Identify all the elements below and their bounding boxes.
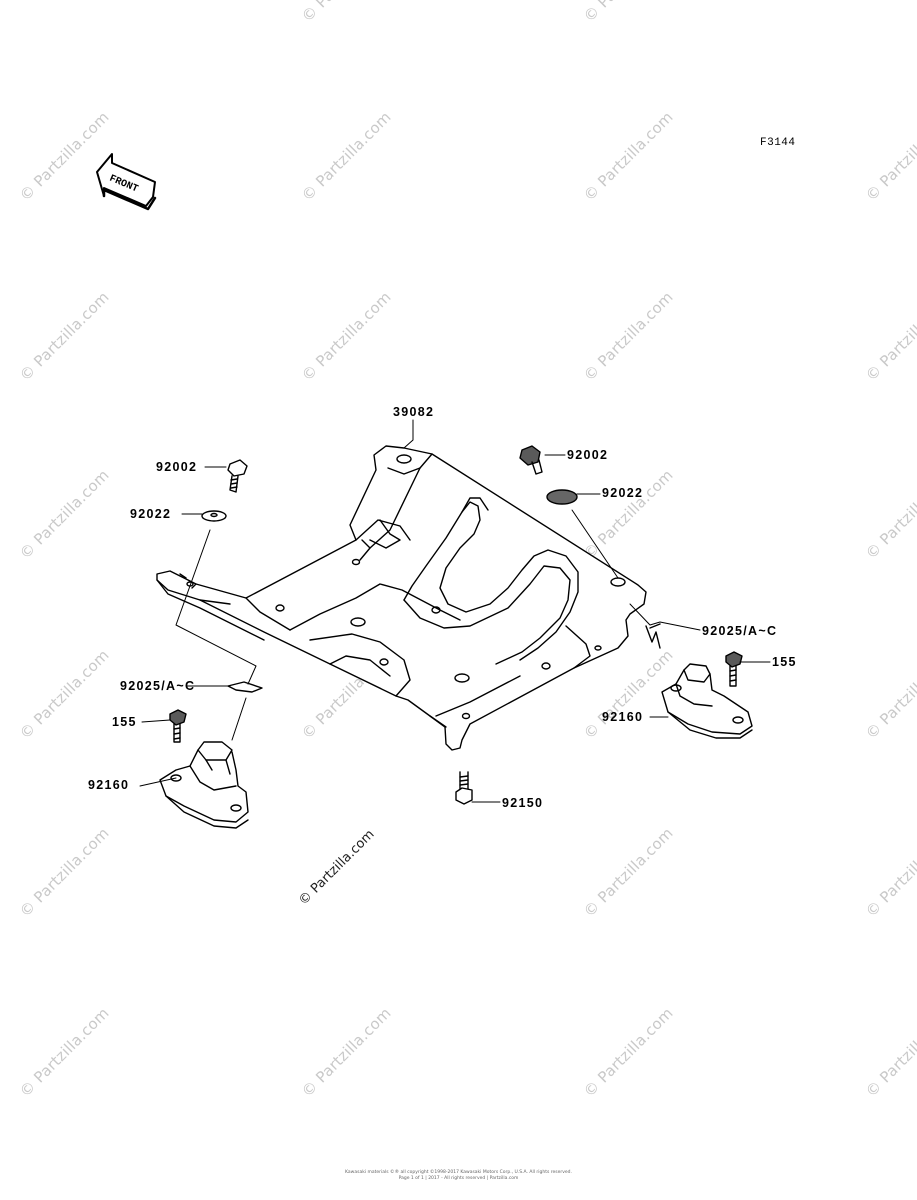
part-label-155-left[interactable]: 155 [112, 715, 137, 729]
figure-code: F3144 [760, 137, 796, 149]
washer-92022-right-drawing [546, 489, 578, 505]
part-label-92002-left[interactable]: 92002 [156, 460, 198, 474]
clip-92025-right-drawing [645, 623, 661, 649]
frame-39082-drawing [156, 445, 647, 751]
part-label-39082[interactable]: 39082 [393, 405, 435, 419]
clip-92025-left-drawing [227, 681, 263, 693]
front-arrow-icon: FRONT [96, 153, 157, 211]
copyright-footer-line1: Kawasaki materials ©® all copyright ©199… [345, 1170, 572, 1175]
damper-92160-right-drawing [661, 663, 753, 739]
part-label-92025-left[interactable]: 92025/A~C [120, 679, 196, 693]
part-label-92022-left[interactable]: 92022 [130, 507, 172, 521]
part-label-92022-right[interactable]: 92022 [602, 486, 644, 500]
part-label-92160-left[interactable]: 92160 [88, 778, 130, 792]
bolt-92002-left-drawing [227, 459, 248, 493]
bolt-92002-right-drawing [519, 445, 543, 475]
bolt-92150-drawing [455, 771, 473, 805]
part-label-92002-right[interactable]: 92002 [567, 448, 609, 462]
copyright-footer-line2: Page 1 of 1 | 2017 - All rights reserved… [398, 1176, 519, 1181]
part-label-92025-right[interactable]: 92025/A~C [702, 624, 778, 638]
part-label-92160-right[interactable]: 92160 [602, 710, 644, 724]
damper-92160-left-drawing [159, 741, 249, 829]
part-label-92150[interactable]: 92150 [502, 796, 544, 810]
bolt-155-left-drawing [169, 709, 187, 743]
part-label-155-right[interactable]: 155 [772, 655, 797, 669]
bolt-155-right-drawing [725, 651, 743, 687]
